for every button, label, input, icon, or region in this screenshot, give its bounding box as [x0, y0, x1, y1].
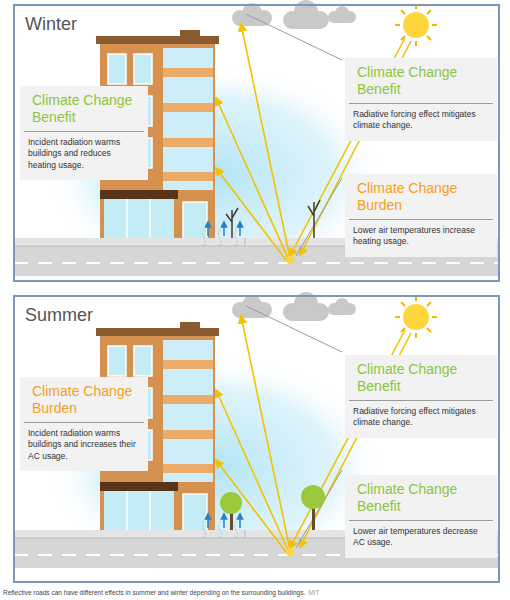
box-heading: Climate Change Benefit — [349, 475, 493, 521]
box-body: Incident radiation warms buildings and i… — [20, 423, 148, 469]
leafy-tree — [220, 485, 325, 530]
box-body: Lower air temperatures decrease AC usage… — [345, 521, 497, 556]
box-body: Lower air temperatures increase heating … — [345, 220, 497, 255]
credit-label: MIT — [308, 589, 319, 596]
effect-box: Climate Change BenefitLower air temperat… — [345, 475, 497, 558]
season-panel: SummerClimate Change BurdenIncident radi… — [13, 295, 500, 583]
effect-box: Climate Change BurdenIncident radiation … — [20, 377, 148, 471]
box-heading: Climate Change Burden — [24, 377, 144, 423]
effect-box: Climate Change BenefitIncident radiation… — [20, 86, 148, 180]
box-heading: Climate Change Benefit — [349, 355, 493, 401]
bare-tree — [226, 200, 320, 238]
panel-title: Summer — [25, 305, 93, 326]
caption: Reflective roads can have different effe… — [3, 589, 305, 596]
summer-scene — [14, 292, 498, 577]
winter-scene — [14, 0, 498, 285]
panel-title: Winter — [25, 14, 77, 35]
box-heading: Climate Change Benefit — [24, 86, 144, 132]
season-panel: WinterClimate Change BenefitIncident rad… — [13, 4, 500, 282]
box-body: Incident radiation warms buildings and r… — [20, 132, 148, 178]
box-heading: Climate Change Burden — [349, 174, 493, 220]
box-body: Radiative forcing effect mitigates clima… — [345, 401, 497, 436]
effect-box: Climate Change BenefitRadiative forcing … — [345, 355, 497, 438]
effect-box: Climate Change BenefitRadiative forcing … — [345, 58, 497, 141]
box-heading: Climate Change Benefit — [349, 58, 493, 104]
box-body: Radiative forcing effect mitigates clima… — [345, 104, 497, 139]
effect-box: Climate Change BurdenLower air temperatu… — [345, 174, 497, 257]
caption-line: Reflective roads can have different effe… — [3, 589, 507, 596]
